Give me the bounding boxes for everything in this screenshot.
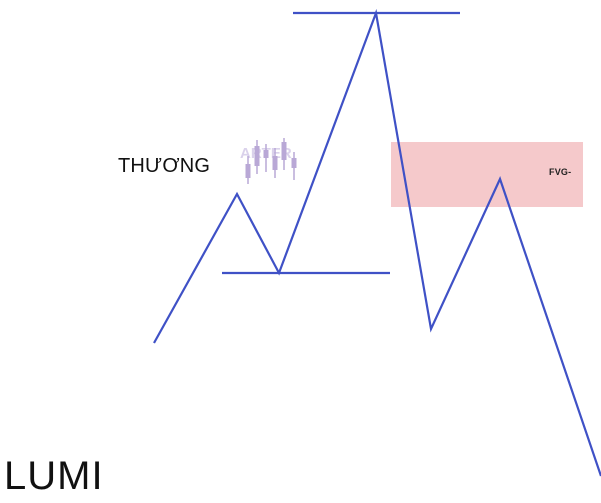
brand-name: LUMI — [4, 454, 104, 498]
logo-text: THƯƠNG — [118, 155, 211, 177]
price-path-line — [153, 8, 601, 477]
fvg-zone — [391, 142, 583, 207]
fvg-label: FVG- — [549, 167, 572, 177]
candlestick-logo-icon: ARTER — [240, 138, 297, 184]
